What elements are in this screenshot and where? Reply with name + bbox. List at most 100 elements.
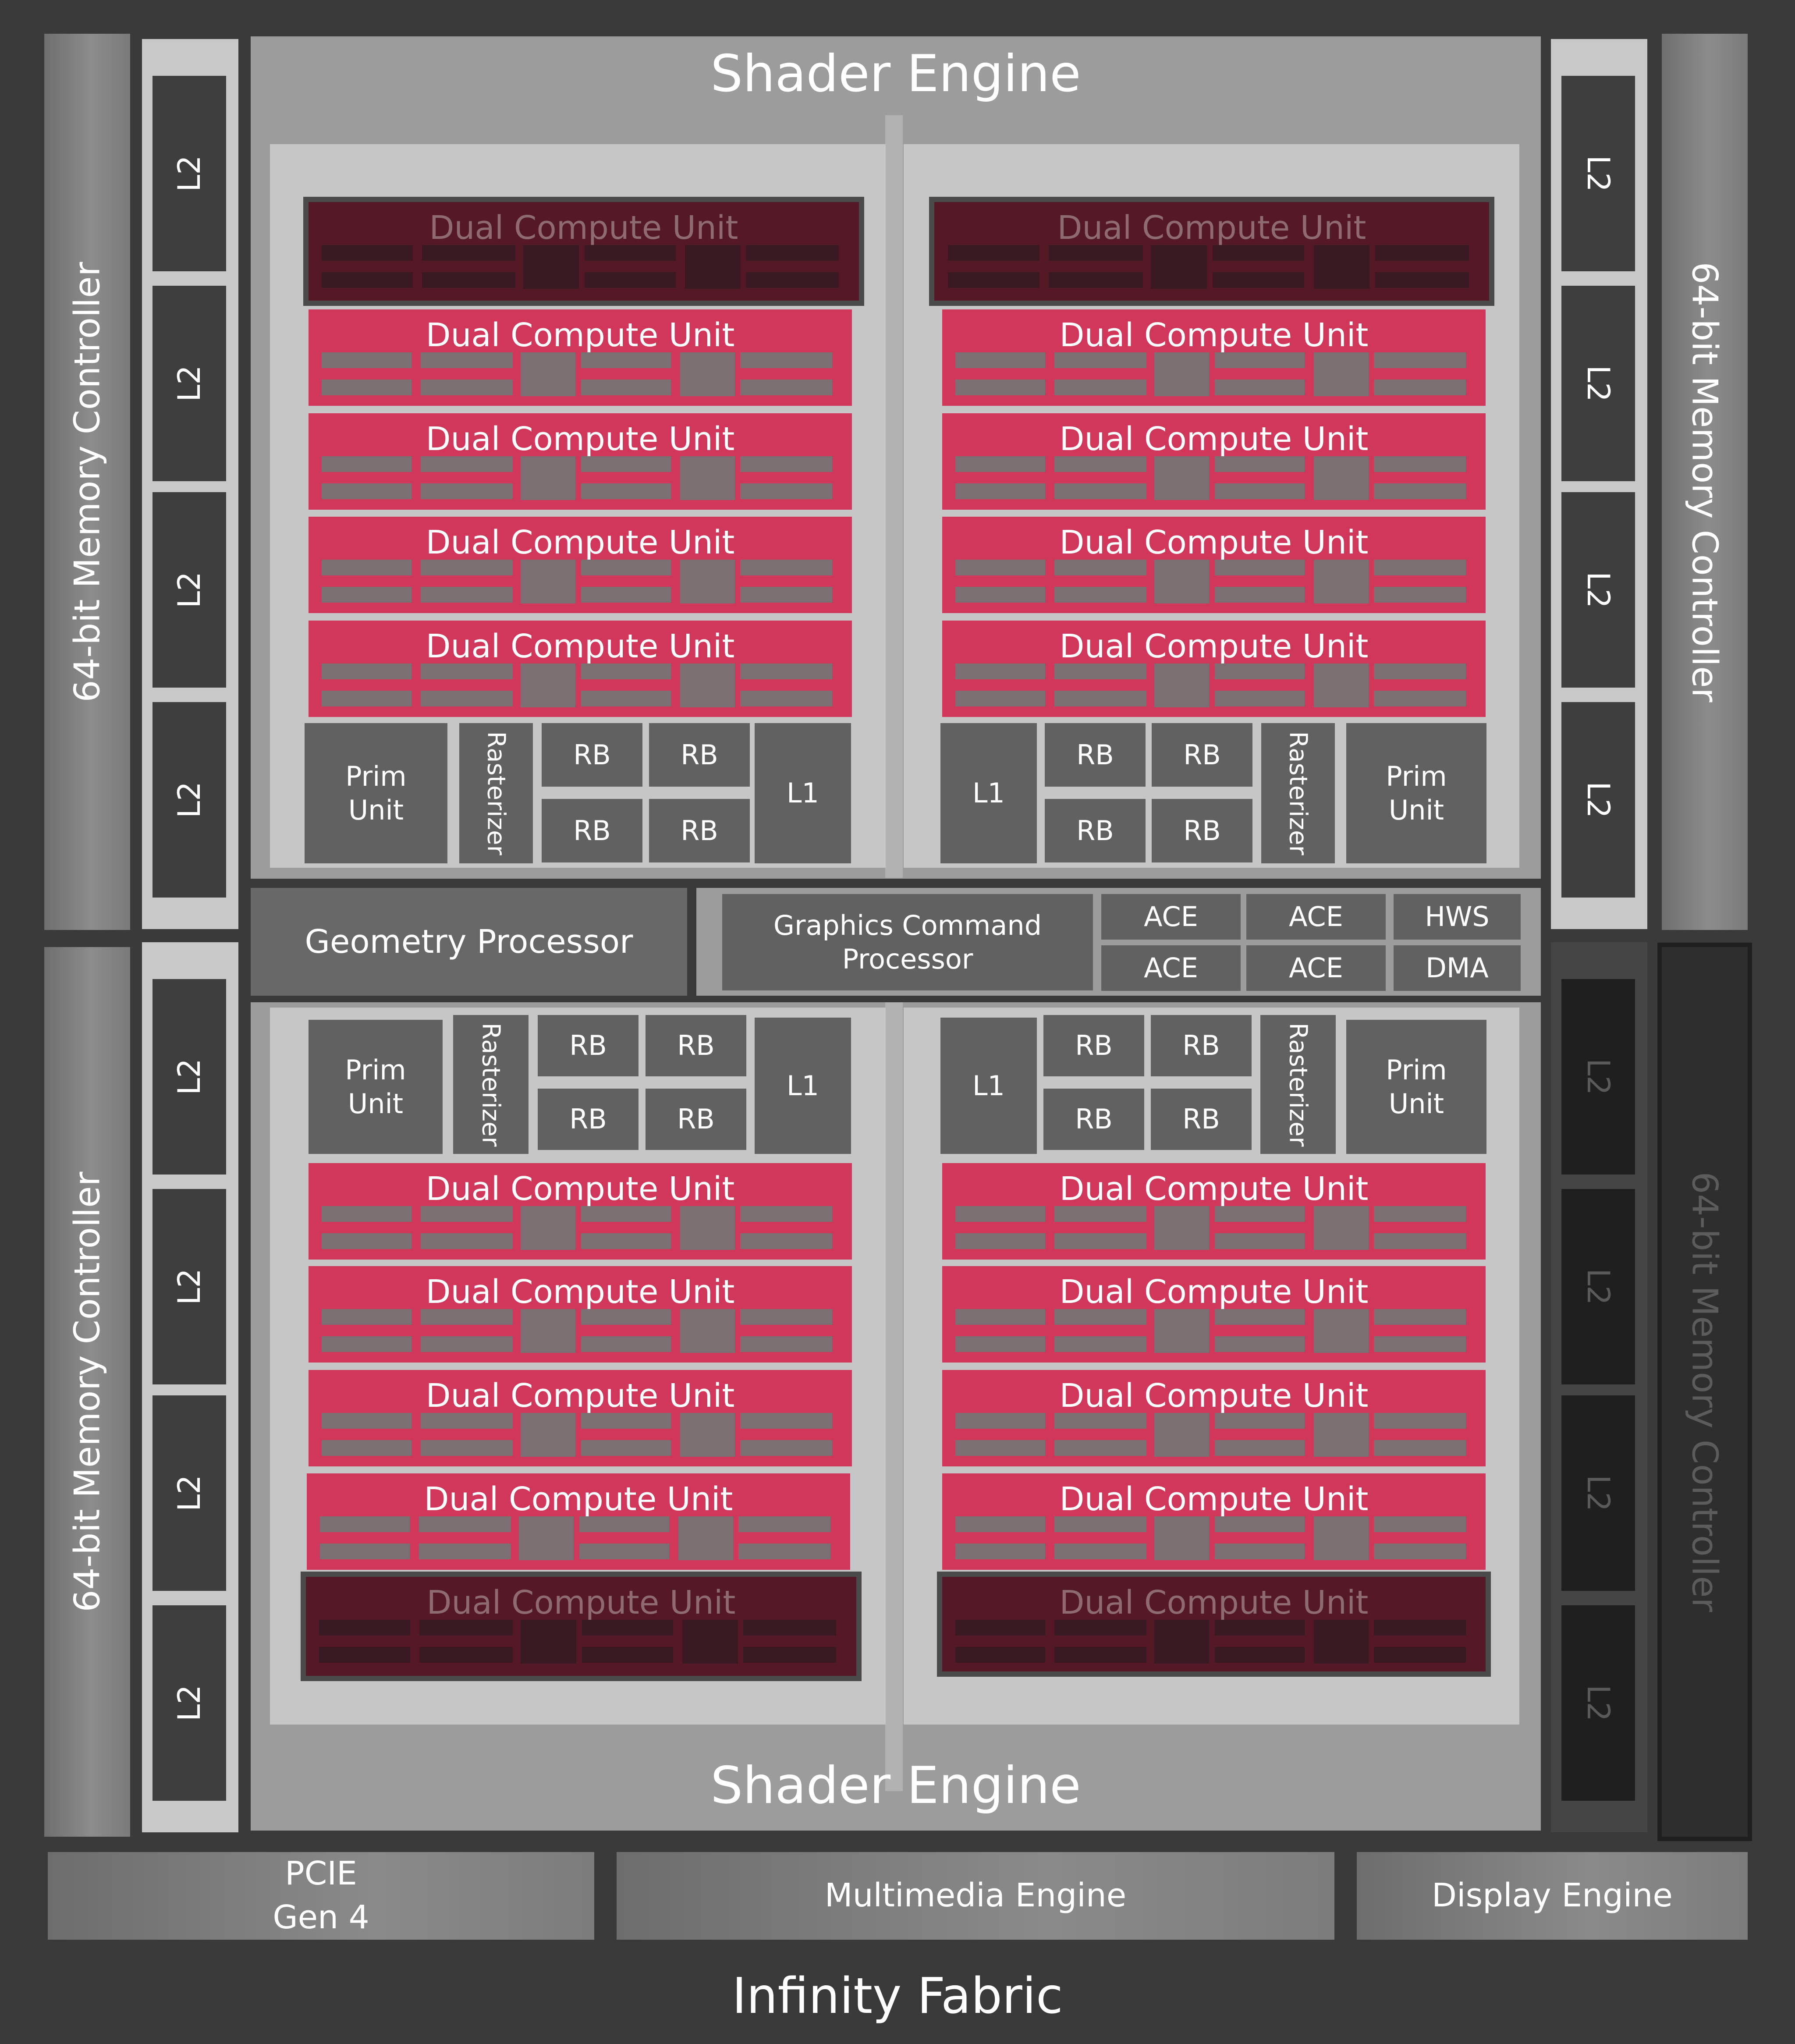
compute-unit-subblock [585, 245, 676, 261]
compute-unit-subblock [1054, 587, 1146, 603]
l2-cache-slice-disabled: L2 [1561, 1605, 1635, 1801]
compute-unit-subblock [581, 380, 671, 395]
compute-unit-subblock [422, 245, 515, 261]
compute-unit-subblock [955, 664, 1045, 679]
compute-unit-subblock [319, 1647, 411, 1663]
compute-unit-subblock [1314, 1206, 1369, 1250]
compute-unit-subblock [740, 1413, 832, 1429]
compute-unit-subblock [955, 1413, 1045, 1429]
async-compute-engine: ACE [1246, 894, 1386, 940]
render-backend: RB [542, 799, 642, 862]
dual-compute-unit: Dual Compute Unit [309, 309, 852, 406]
l2-cache-strip-bottom-right-disabled: L2 L2 L2 L2 [1551, 942, 1647, 1832]
compute-unit-subblock [579, 1516, 669, 1532]
l2-cache-slice: L2 [153, 1605, 226, 1801]
compute-unit-subblock [1054, 1647, 1146, 1663]
compute-unit-subblock [1054, 352, 1146, 368]
compute-unit-subblock [740, 483, 832, 499]
compute-unit-subblock [740, 1309, 832, 1325]
async-compute-engine: ACE [1101, 894, 1241, 940]
rasterizer: Rasterizer [453, 1015, 529, 1154]
compute-unit-subblock [947, 245, 1039, 261]
compute-unit-subblock [581, 1309, 671, 1325]
memory-controller-label: 64-bit Memory Controller [67, 1171, 108, 1612]
compute-unit-subblock [523, 245, 579, 289]
dual-compute-unit: Dual Compute Unit [942, 309, 1486, 406]
compute-unit-subblock [1049, 245, 1143, 261]
render-backend: RB [538, 1089, 639, 1150]
compute-unit-subblock [1215, 1647, 1305, 1663]
compute-unit-subblock [680, 664, 735, 707]
compute-unit-subblock [581, 691, 671, 706]
compute-unit-subblock [743, 1620, 837, 1636]
dual-compute-unit-disabled: Dual Compute Unit [303, 197, 864, 306]
compute-unit-subblock [581, 664, 671, 679]
compute-unit-subblock [745, 272, 839, 288]
compute-unit-subblock [1215, 664, 1305, 679]
compute-unit-subblock [680, 1206, 735, 1250]
compute-unit-subblock [1375, 272, 1469, 288]
compute-unit-subblock [1215, 1516, 1305, 1532]
l2-cache-slice: L2 [153, 1189, 226, 1384]
compute-unit-subblock [1154, 352, 1209, 396]
compute-unit-subblock [1054, 691, 1146, 706]
compute-unit-subblock [322, 272, 413, 288]
compute-unit-subblock [1374, 587, 1466, 603]
dual-compute-unit: Dual Compute Unit [309, 621, 852, 717]
shader-engine-title: Shader Engine [710, 44, 1081, 103]
compute-unit-subblock [421, 456, 513, 472]
compute-unit-subblock [320, 1516, 410, 1532]
compute-unit-subblock [1374, 380, 1466, 395]
l2-cache-slice: L2 [1561, 76, 1635, 271]
compute-unit-subblock [955, 456, 1045, 472]
dual-compute-unit: Dual Compute Unit [309, 1266, 852, 1363]
compute-unit-subblock [1054, 483, 1146, 499]
compute-unit-subblock [582, 1647, 673, 1663]
memory-controller-label: 64-bit Memory Controller [67, 262, 108, 702]
compute-unit-subblock [1151, 245, 1207, 289]
dual-compute-unit: Dual Compute Unit [942, 1473, 1486, 1570]
compute-unit-subblock [421, 691, 513, 706]
dual-compute-unit: Dual Compute Unit [309, 1370, 852, 1466]
compute-unit-subblock [521, 560, 575, 603]
compute-unit-subblock [955, 1336, 1045, 1352]
compute-unit-subblock [1314, 1620, 1369, 1664]
compute-unit-subblock [1154, 1413, 1209, 1457]
l2-cache-slice: L2 [153, 286, 226, 481]
compute-unit-subblock [581, 560, 671, 575]
render-backend: RB [1151, 1089, 1252, 1150]
compute-unit-subblock [1215, 1336, 1305, 1352]
compute-unit-subblock [1374, 483, 1466, 499]
compute-unit-subblock [322, 664, 412, 679]
l2-cache-slice: L2 [153, 492, 226, 688]
compute-unit-subblock [581, 483, 671, 499]
l1-cache: L1 [755, 1018, 851, 1154]
compute-unit-subblock [1154, 1516, 1209, 1560]
compute-unit-subblock [1054, 1440, 1146, 1456]
infinity-fabric-label: Infinity Fabric [732, 1968, 1063, 2025]
compute-unit-subblock [1215, 456, 1305, 472]
compute-unit-subblock [1154, 456, 1209, 500]
compute-unit-subblock [1215, 1413, 1305, 1429]
compute-unit-subblock [581, 1440, 671, 1456]
compute-unit-subblock [581, 456, 671, 472]
compute-unit-subblock [1215, 560, 1305, 575]
compute-unit-subblock [1374, 1309, 1466, 1325]
compute-unit-subblock [680, 1309, 735, 1353]
render-backend: RB [1043, 1015, 1144, 1076]
shader-engine-title: Shader Engine [710, 1756, 1081, 1815]
render-backend: RB [646, 1089, 746, 1150]
render-backend: RB [1043, 1089, 1144, 1150]
compute-unit-subblock [322, 352, 412, 368]
render-backend: RB [649, 799, 750, 862]
compute-unit-subblock [521, 664, 575, 707]
l2-cache-slice-disabled: L2 [1561, 1189, 1635, 1384]
l2-cache-slice: L2 [153, 76, 226, 271]
compute-unit-subblock [740, 456, 832, 472]
dual-compute-unit: Dual Compute Unit [942, 413, 1486, 510]
compute-unit-subblock [955, 352, 1045, 368]
compute-unit-subblock [1154, 664, 1209, 707]
compute-unit-subblock [421, 1336, 513, 1352]
compute-unit-subblock [322, 1413, 412, 1429]
compute-unit-subblock [1375, 245, 1469, 261]
